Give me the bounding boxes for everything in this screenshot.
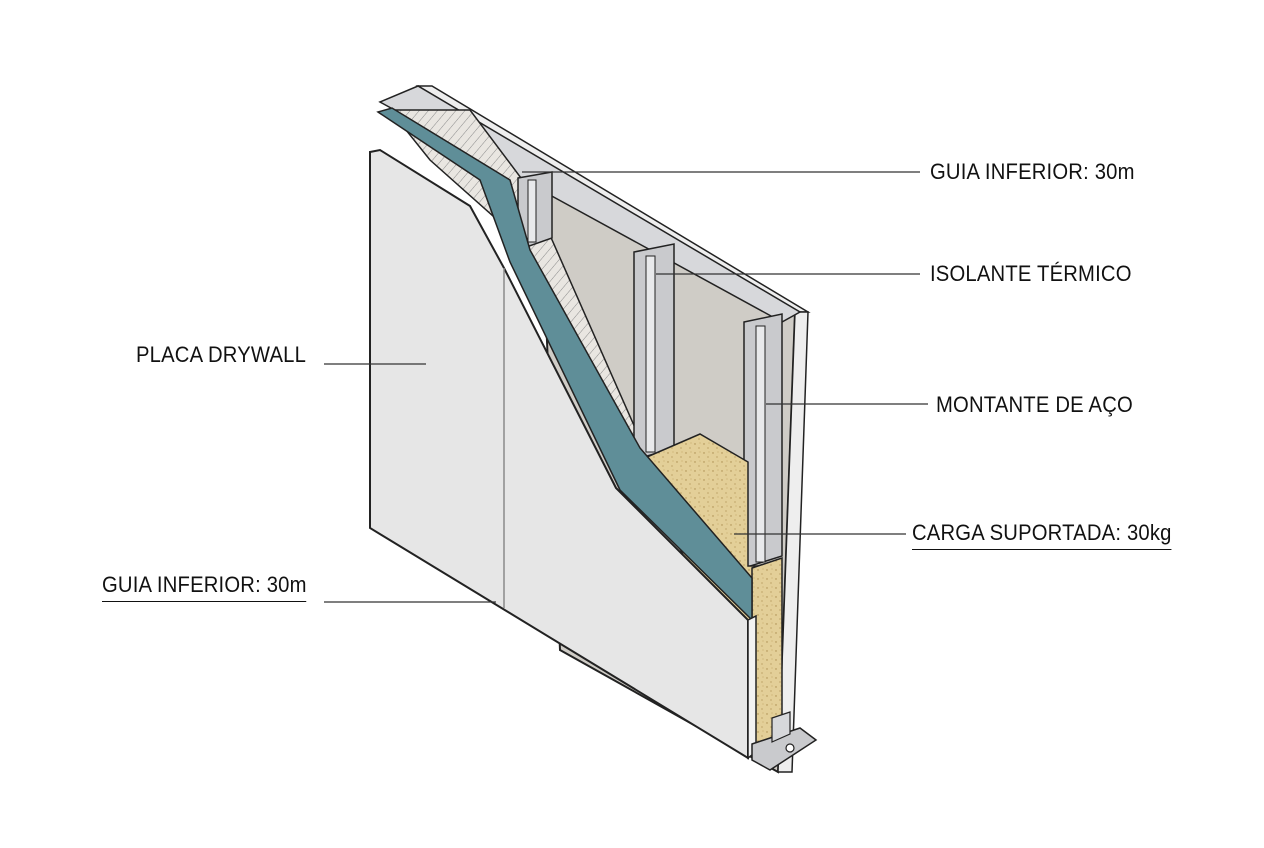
drywall-board	[369, 148, 749, 760]
label-bottom-left: GUIA INFERIOR: 30m	[102, 572, 307, 602]
label-steel-stud: MONTANTE DE AÇO	[936, 392, 1133, 417]
bottom-track	[751, 727, 818, 771]
label-top-right: GUIA INFERIOR: 30m	[930, 159, 1135, 184]
label-drywall: PLACA DRYWALL	[136, 342, 307, 367]
steel-stud-right	[743, 313, 783, 570]
membrane-layer	[376, 107, 753, 622]
screw-hole	[785, 743, 795, 753]
bottom-track-flange	[771, 711, 791, 743]
steel-stud-middle	[633, 243, 675, 462]
drywall-edge	[747, 614, 757, 760]
steel-stud-left	[517, 171, 553, 252]
label-load: CARGA SUPORTADA: 30kg	[912, 520, 1172, 550]
back-panel-side-edge	[777, 311, 809, 773]
label-insulation: ISOLANTE TÉRMICO	[930, 261, 1132, 286]
